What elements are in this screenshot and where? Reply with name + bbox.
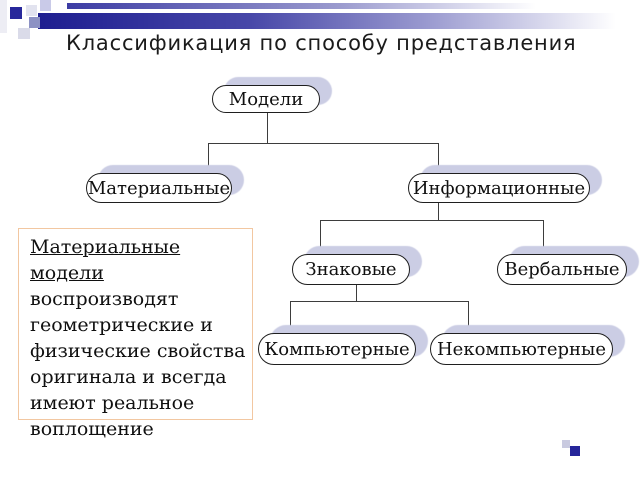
tree-node-label: Вербальные bbox=[504, 259, 620, 280]
connector-line bbox=[438, 143, 439, 174]
deco-left-strip bbox=[0, 0, 7, 33]
tree-node-label: Компьютерные bbox=[264, 338, 410, 360]
note-line: имеют реальное bbox=[30, 392, 195, 414]
deco-bar-main bbox=[38, 13, 640, 29]
tree-node-label: Модели bbox=[228, 88, 304, 110]
deco-square-lavender bbox=[40, 0, 51, 11]
note-line: воплощение bbox=[30, 418, 154, 440]
tree-node-computer: Компьютерные bbox=[258, 333, 416, 365]
tree-node-informational: Информационные bbox=[408, 173, 590, 203]
tree-node-label: Материальные bbox=[87, 177, 231, 199]
connector-line bbox=[468, 301, 469, 334]
deco-bar-thin bbox=[67, 3, 561, 9]
connector-line bbox=[543, 220, 544, 256]
connector-line bbox=[320, 220, 321, 255]
connector-line bbox=[320, 220, 544, 221]
connector-line bbox=[208, 143, 439, 144]
connector-line bbox=[208, 143, 209, 174]
tree-node-noncomputer: Некомпьютерные bbox=[430, 333, 613, 365]
deco-square-navy-br bbox=[570, 446, 580, 456]
tree-node-label: Знаковые bbox=[305, 259, 397, 280]
note-line: физические свойства bbox=[30, 340, 246, 362]
deco-square-gray-br bbox=[562, 440, 570, 448]
slide-title: Классификация по способу представления bbox=[66, 31, 577, 55]
tree-node-material: Материальные bbox=[86, 173, 232, 203]
connector-line bbox=[267, 113, 268, 144]
deco-square-navy bbox=[10, 7, 22, 19]
tree-node-verbal: Вербальные bbox=[497, 254, 627, 285]
connector-line bbox=[438, 203, 439, 221]
note-line: воспроизводят bbox=[30, 288, 179, 310]
note-heading: Материальные модели bbox=[30, 236, 181, 284]
tree-node-label: Некомпьютерные bbox=[436, 338, 606, 360]
tree-node-sign: Знаковые bbox=[292, 254, 410, 285]
note-line: геометрические и bbox=[30, 314, 213, 336]
connector-line bbox=[356, 285, 357, 302]
connector-line bbox=[290, 301, 469, 302]
tree-node-models: Модели bbox=[212, 85, 320, 113]
deco-square-gray-top bbox=[26, 5, 37, 16]
tree-node-label: Информационные bbox=[412, 177, 586, 199]
connector-line bbox=[290, 301, 291, 334]
note-line: Материальные модели bbox=[30, 234, 252, 286]
deco-square-slate bbox=[29, 17, 40, 28]
deco-square-gray-bottom bbox=[18, 28, 30, 39]
note-line: оригинала и всегда bbox=[30, 366, 227, 388]
note-box: Материальные модели воспроизводят геомет… bbox=[18, 228, 253, 440]
